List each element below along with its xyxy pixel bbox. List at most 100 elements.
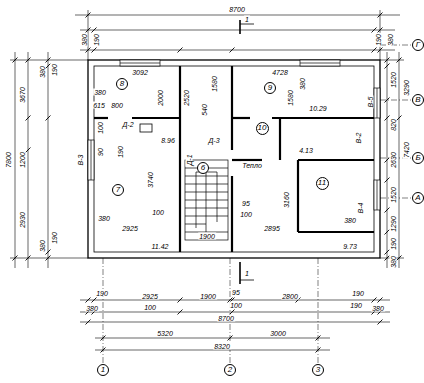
room-number: 7 bbox=[112, 184, 124, 196]
dimension-tick bbox=[397, 256, 402, 261]
plan-label: 100 bbox=[229, 302, 243, 309]
plan-label: 95 bbox=[241, 200, 251, 207]
plan-label: 100 bbox=[97, 121, 104, 135]
plan-label: В-3 bbox=[77, 154, 84, 167]
plan-label: 540 bbox=[201, 103, 208, 117]
plan-label: 190 bbox=[349, 302, 363, 309]
plan-label: 2630 bbox=[390, 151, 397, 169]
plan-label: 10.29 bbox=[308, 105, 328, 112]
marker-text: 8 bbox=[120, 80, 124, 88]
dimension-tick bbox=[46, 250, 51, 255]
marker-text: 10 bbox=[258, 124, 267, 132]
room-number: 10 bbox=[256, 122, 269, 135]
plan-label: 190 bbox=[375, 33, 382, 47]
plan-label: 8.96 bbox=[160, 137, 176, 144]
plan-label: 100 bbox=[239, 211, 253, 218]
plan-label: 380 bbox=[299, 77, 306, 91]
plan-label: 2925 bbox=[121, 225, 139, 232]
dimension-tick bbox=[385, 64, 390, 69]
plan-label: В-5 bbox=[367, 96, 374, 109]
plan-label: 95 bbox=[231, 289, 241, 296]
room-number: 11 bbox=[316, 177, 329, 190]
plan-label: 380 bbox=[343, 217, 357, 224]
plan-label: 1580 bbox=[211, 75, 218, 93]
plan-label: 5320 bbox=[156, 330, 174, 337]
plan-label: 380 bbox=[93, 89, 107, 96]
plan-label: 380 bbox=[85, 305, 99, 312]
plan-label: 2895 bbox=[263, 225, 281, 232]
plan-label: 380 bbox=[387, 33, 394, 47]
plan-label: 190 bbox=[351, 290, 365, 297]
plan-label: 820 bbox=[390, 118, 397, 132]
plan-label: 190 bbox=[390, 237, 397, 251]
plan-label: Д-1 bbox=[186, 153, 193, 166]
plan-label: В-2 bbox=[355, 132, 362, 145]
dimension-tick bbox=[228, 336, 233, 341]
plan-label: 1900 bbox=[199, 293, 217, 300]
dimension-tick bbox=[13, 256, 18, 261]
dimension-tick bbox=[101, 348, 106, 353]
dimension-tick bbox=[46, 256, 51, 261]
dimension-tick bbox=[178, 298, 183, 303]
room-number: 6 bbox=[197, 162, 209, 174]
plan-label: 1 bbox=[244, 16, 250, 23]
dimension-tick bbox=[101, 336, 106, 341]
axis-marker: В bbox=[412, 94, 424, 106]
plan-label: 380 bbox=[39, 65, 46, 79]
plan-label: 3670 bbox=[19, 86, 26, 104]
marker-text: В bbox=[415, 96, 420, 104]
axis-marker: Г bbox=[412, 39, 424, 51]
dimension-tick bbox=[385, 208, 390, 213]
dimension-tick bbox=[86, 48, 91, 53]
plan-label: 190 bbox=[95, 290, 109, 297]
plan-label: 8320 bbox=[213, 343, 231, 350]
marker-text: 2 bbox=[228, 366, 232, 374]
dimension-tick bbox=[86, 13, 91, 18]
plan-label: 190 bbox=[117, 145, 124, 159]
plan-label: 90 bbox=[97, 147, 104, 157]
plan-label: 380 bbox=[371, 305, 385, 312]
marker-text: 3 bbox=[316, 366, 320, 374]
plan-label: 1520 bbox=[390, 186, 397, 204]
plan-label: 190 bbox=[51, 63, 58, 77]
marker-text: 9 bbox=[268, 84, 272, 92]
plan-label: Д-3 bbox=[207, 137, 220, 144]
plan-label: 11.42 bbox=[151, 243, 170, 250]
plan-label: 7800 bbox=[5, 151, 12, 169]
dimension-tick bbox=[92, 298, 97, 303]
dimension-tick bbox=[385, 178, 390, 183]
marker-text: Б bbox=[415, 154, 420, 162]
plan-label: 3740 bbox=[147, 171, 154, 189]
plan-label: 100 bbox=[143, 304, 157, 311]
plan-label: 100 bbox=[151, 209, 165, 216]
dimension-tick bbox=[230, 48, 235, 53]
plan-label: 9.73 bbox=[342, 243, 358, 250]
plan-label: 190 bbox=[51, 231, 58, 245]
dimension-tick bbox=[378, 28, 383, 33]
marker-text: 11 bbox=[318, 179, 326, 187]
dimension-tick bbox=[378, 298, 383, 303]
plan-label: 8700 bbox=[228, 6, 246, 13]
dimension-tick bbox=[13, 58, 18, 63]
dimension-tick bbox=[86, 28, 91, 33]
plan-label: 380 bbox=[81, 33, 88, 47]
plan-label: 1900 bbox=[198, 233, 216, 240]
plan-label: 190 bbox=[93, 33, 100, 47]
marker-text: А bbox=[415, 194, 420, 202]
plan-label: 380 bbox=[39, 239, 46, 253]
dimension-tick bbox=[46, 116, 51, 121]
plan-label: 3160 bbox=[283, 191, 290, 209]
dimension-tick bbox=[378, 48, 383, 53]
dimension-tick bbox=[378, 320, 383, 325]
marker-text: 7 bbox=[116, 186, 120, 194]
dimension-tick bbox=[26, 148, 31, 153]
dimension-tick bbox=[92, 28, 97, 33]
dimension-tick bbox=[316, 336, 321, 341]
axis-marker: 3 bbox=[312, 364, 324, 376]
axis-marker: Б bbox=[412, 152, 424, 164]
marker-text: 6 bbox=[201, 164, 205, 172]
plan-label: Д-2 bbox=[121, 121, 134, 128]
marker-text: 1 bbox=[101, 366, 105, 374]
dimension-tick bbox=[86, 298, 91, 303]
plan-label: 2000 bbox=[157, 89, 164, 107]
